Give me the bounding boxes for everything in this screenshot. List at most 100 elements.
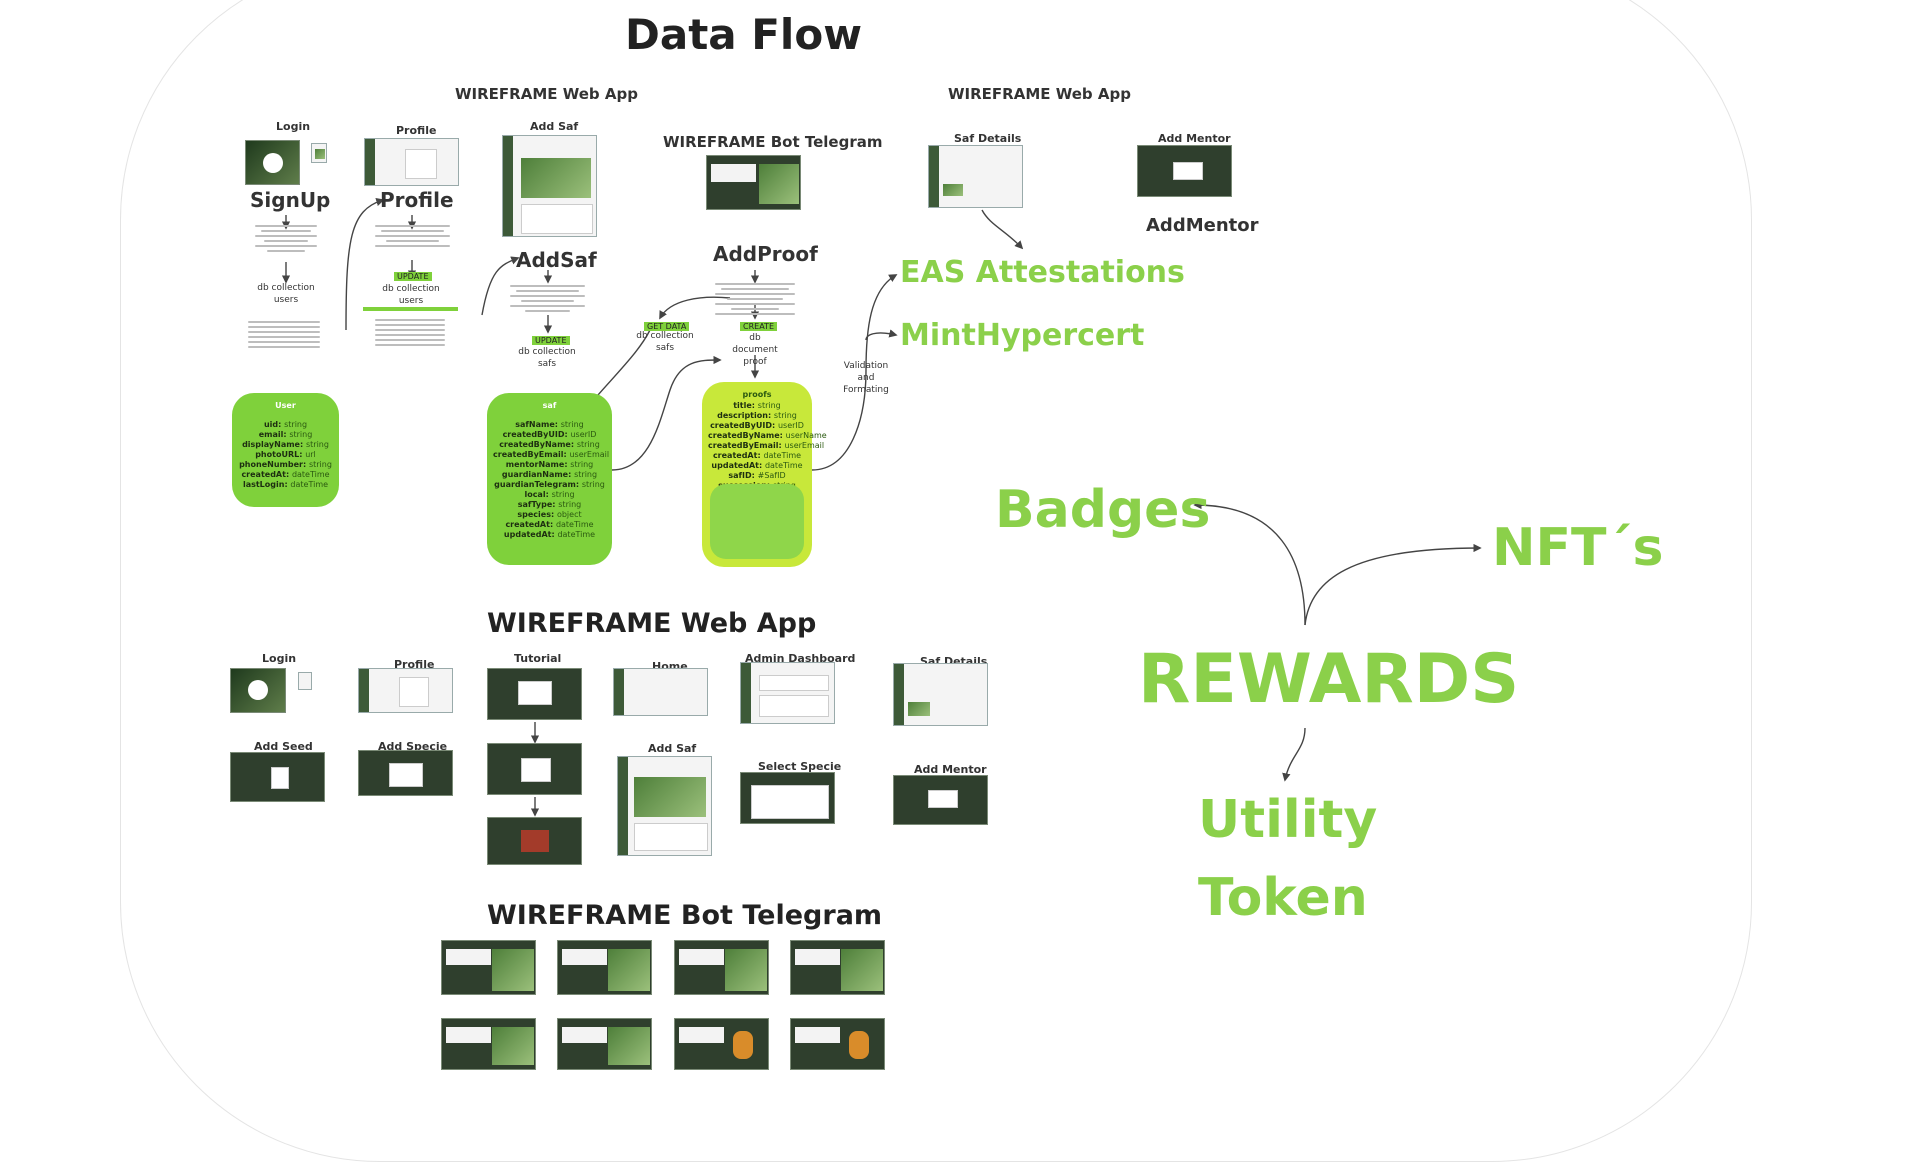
schema-field-type: string <box>289 430 313 439</box>
schema-field-type: string <box>308 460 332 469</box>
screen-label-saf-details: Saf Details <box>954 132 1022 145</box>
tag-get-data: GET DATA <box>644 322 690 331</box>
bot-screenshot-5 <box>441 1018 536 1070</box>
schema-proof-field: description: string <box>708 411 806 421</box>
schema-field-type: string <box>560 420 584 429</box>
schema-user-field: phoneNumber: string <box>238 460 333 470</box>
schema-field-type: dateTime <box>557 530 596 539</box>
node-addproof: AddProof <box>713 242 818 266</box>
signup-fields <box>248 318 320 351</box>
schema-user-field: photoURL: url <box>238 450 333 460</box>
schema-field-key: guardianTelegram: <box>494 480 582 489</box>
schema-saf-title: saf <box>542 401 557 410</box>
tag-create: CREATE <box>740 322 777 331</box>
add-saf-screenshot <box>502 135 597 237</box>
schema-field-type: string <box>773 411 797 420</box>
section-bot-bottom: WIREFRAME Bot Telegram <box>487 900 883 931</box>
bottom-label-add-specie: Add Specie <box>378 740 448 753</box>
tutorial-screenshot-1 <box>487 668 582 720</box>
schema-field-key: createdByEmail: <box>493 450 570 459</box>
reward-badges: Badges <box>995 480 1211 540</box>
schema-field-key: safName: <box>515 420 561 429</box>
bottom-label-profile: Profile <box>394 658 435 671</box>
node-validation: Validation and Formating <box>843 361 889 395</box>
schema-saf-field: local: string <box>493 490 606 500</box>
schema-field-key: description: <box>717 411 774 420</box>
schema-saf-field: createdByEmail: userEmail <box>493 450 610 460</box>
schema-field-type: dateTime <box>555 520 594 529</box>
schema-field-key: email: <box>258 430 290 439</box>
schema-saf-field: updatedAt: dateTime <box>493 530 606 540</box>
section-bot-top: WIREFRAME Bot Telegram <box>663 133 883 151</box>
section-webapp-top-left: WIREFRAME Web App <box>455 85 638 103</box>
screen-label-login: Login <box>276 120 311 133</box>
bottom-login-mobile <box>298 672 312 690</box>
bottom-label-admin: Admin Dashboard <box>745 652 856 665</box>
tag-update-saf: UPDATE <box>532 336 570 345</box>
schema-user-field: email: string <box>238 430 333 440</box>
login-screenshot <box>245 140 300 185</box>
schema-field-type: string <box>576 440 600 449</box>
schema-proof-field: updatedAt: dateTime <box>708 461 806 471</box>
schema-field-type: userEmail <box>784 441 825 450</box>
schema-proof-field: createdByUID: userID <box>708 421 806 431</box>
schema-field-type: string <box>551 490 575 499</box>
schema-field-type: string <box>581 480 605 489</box>
node-db-safs: db collection safs <box>518 347 576 369</box>
schema-field-key: createdAt: <box>712 451 764 460</box>
bottom-profile-screenshot <box>358 668 453 713</box>
reward-nfts: NFT´s <box>1492 518 1664 578</box>
schema-saf-field: mentorName: string <box>493 460 606 470</box>
schema-field-key: safType: <box>517 500 559 509</box>
reward-token: Token <box>1198 868 1368 928</box>
schema-field-type: string <box>570 460 594 469</box>
schema-field-key: createdByName: <box>708 431 786 440</box>
tutorial-screenshot-2 <box>487 743 582 795</box>
node-addmentor: AddMentor <box>1146 215 1259 236</box>
schema-field-key: updatedAt: <box>503 530 558 539</box>
bottom-add-saf-screenshot <box>617 756 712 856</box>
bot-screenshot-6 <box>557 1018 652 1070</box>
schema-saf-field: safType: string <box>493 500 606 510</box>
schema-field-type: dateTime <box>764 461 803 470</box>
output-minthypercert: MintHypercert <box>900 318 1145 353</box>
schema-user-field: createdAt: dateTime <box>238 470 333 480</box>
schema-saf-field: safName: string <box>493 420 606 430</box>
schema-user-title: User <box>275 401 296 410</box>
schema-field-type: string <box>574 470 598 479</box>
bottom-label-add-seed: Add Seed <box>254 740 313 753</box>
schema-field-key: createdAt: <box>505 520 556 529</box>
bottom-add-mentor-screenshot <box>893 775 988 825</box>
schema-field-type: string <box>284 420 308 429</box>
schema-field-key: displayName: <box>242 440 306 449</box>
bottom-label-select-specie: Select Specie <box>758 760 842 773</box>
schema-field-type: userID <box>777 421 804 430</box>
bottom-label-tutorial: Tutorial <box>514 652 562 665</box>
schema-field-type: userName <box>785 431 827 440</box>
schema-proof-title: proofs <box>742 390 772 399</box>
profile-screenshot <box>364 138 459 186</box>
rewards-title: REWARDS <box>1138 640 1520 719</box>
bottom-label-login: Login <box>262 652 297 665</box>
select-specie-screenshot <box>740 772 835 824</box>
screen-label-profile: Profile <box>396 124 437 137</box>
node-db-users: db collection users <box>257 283 315 305</box>
profile-fields <box>375 316 445 349</box>
schema-field-key: lastLogin: <box>242 480 291 489</box>
section-webapp-bottom: WIREFRAME Web App <box>487 608 817 639</box>
schema-field-key: createdByEmail: <box>708 441 785 450</box>
schema-proof-nested <box>710 484 804 559</box>
schema-proof-field: createdAt: dateTime <box>708 451 806 461</box>
node-signup: SignUp <box>250 188 331 212</box>
schema-field-type: object <box>556 510 582 519</box>
screen-label-add-saf: Add Saf <box>530 120 579 133</box>
node-profile: Profile <box>380 188 454 212</box>
schema-field-key: species: <box>517 510 557 519</box>
bottom-saf-details-screenshot <box>893 663 988 726</box>
schema-field-type: userEmail <box>569 450 610 459</box>
schema-field-key: photoURL: <box>255 450 306 459</box>
node-db-proof: db document proof <box>732 333 778 367</box>
